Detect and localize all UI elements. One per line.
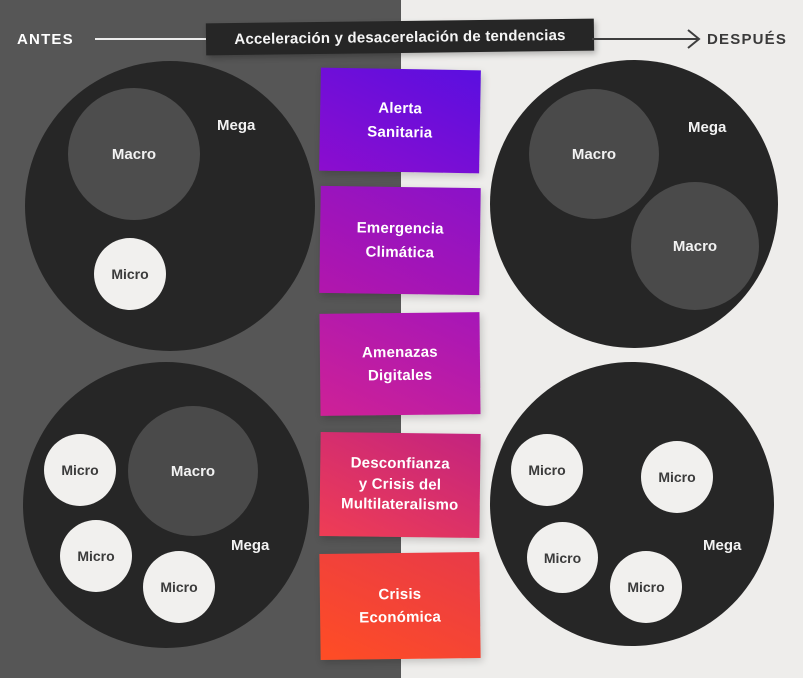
micro-circle: Micro (94, 238, 166, 310)
micro-label: Micro (61, 462, 99, 478)
macro-circle: Macro (68, 88, 200, 220)
micro-circle: Micro (527, 522, 598, 593)
micro-label: Micro (77, 548, 115, 564)
macro-circle: Macro (128, 406, 258, 536)
trend-box-label: Crisis Económica (359, 585, 442, 627)
trend-box-crisis-economica: Crisis Económica (319, 552, 481, 660)
micro-label: Micro (111, 266, 149, 282)
arrow-right-icon (592, 29, 701, 49)
header-title-box: Acceleración y desacerelación de tendenc… (205, 18, 595, 56)
micro-circle: Micro (610, 551, 682, 623)
micro-label: Micro (160, 579, 198, 595)
trend-box-label: Desconfianza y Crisis del Multilateralis… (340, 454, 459, 515)
trend-box-emergencia-climatica: Emergencia Climática (319, 185, 481, 296)
trend-box-alerta-sanitaria: Alerta Sanitaria (319, 67, 481, 174)
mega-label: Mega (703, 537, 742, 554)
mega-label: Mega (231, 537, 270, 554)
macro-label: Macro (170, 462, 216, 480)
micro-circle: Micro (641, 441, 713, 513)
micro-label: Micro (627, 579, 665, 595)
macro-label: Macro (672, 237, 718, 255)
micro-label: Micro (528, 462, 566, 478)
micro-circle: Micro (60, 520, 132, 592)
mega-label: Mega (688, 119, 727, 136)
trend-box-label: Alerta Sanitaria (367, 99, 433, 142)
mega-circle-after-bottom: Mega Micro Micro Micro Micro (490, 362, 774, 646)
micro-label: Micro (543, 549, 582, 566)
timeline-line-left (95, 38, 207, 40)
mega-circle-after-top: Mega Macro Macro (490, 60, 778, 348)
before-label: ANTES (17, 31, 74, 48)
mega-circle-before-top: Mega Macro Micro (25, 61, 315, 351)
micro-label: Micro (658, 469, 696, 485)
mega-circle-before-bottom: Mega Macro Micro Micro Micro (23, 362, 309, 648)
header-title: Acceleración y desacerelación de tendenc… (234, 26, 566, 48)
micro-circle: Micro (44, 434, 116, 506)
macro-circle: Macro (631, 182, 759, 310)
trend-box-label: Amenazas Digitales (361, 343, 438, 385)
macro-label: Macro (111, 145, 157, 163)
macro-circle: Macro (529, 89, 659, 219)
micro-circle: Micro (511, 434, 583, 506)
after-label: DESPUÉS (707, 31, 788, 48)
trend-box-desconfianza-multilateralismo: Desconfianza y Crisis del Multilateralis… (319, 432, 481, 538)
trend-box-label: Emergencia Climática (356, 219, 444, 261)
trend-box-amenazas-digitales: Amenazas Digitales (319, 312, 481, 416)
macro-label: Macro (571, 145, 617, 163)
mega-label: Mega (217, 117, 256, 134)
micro-circle: Micro (143, 551, 215, 623)
